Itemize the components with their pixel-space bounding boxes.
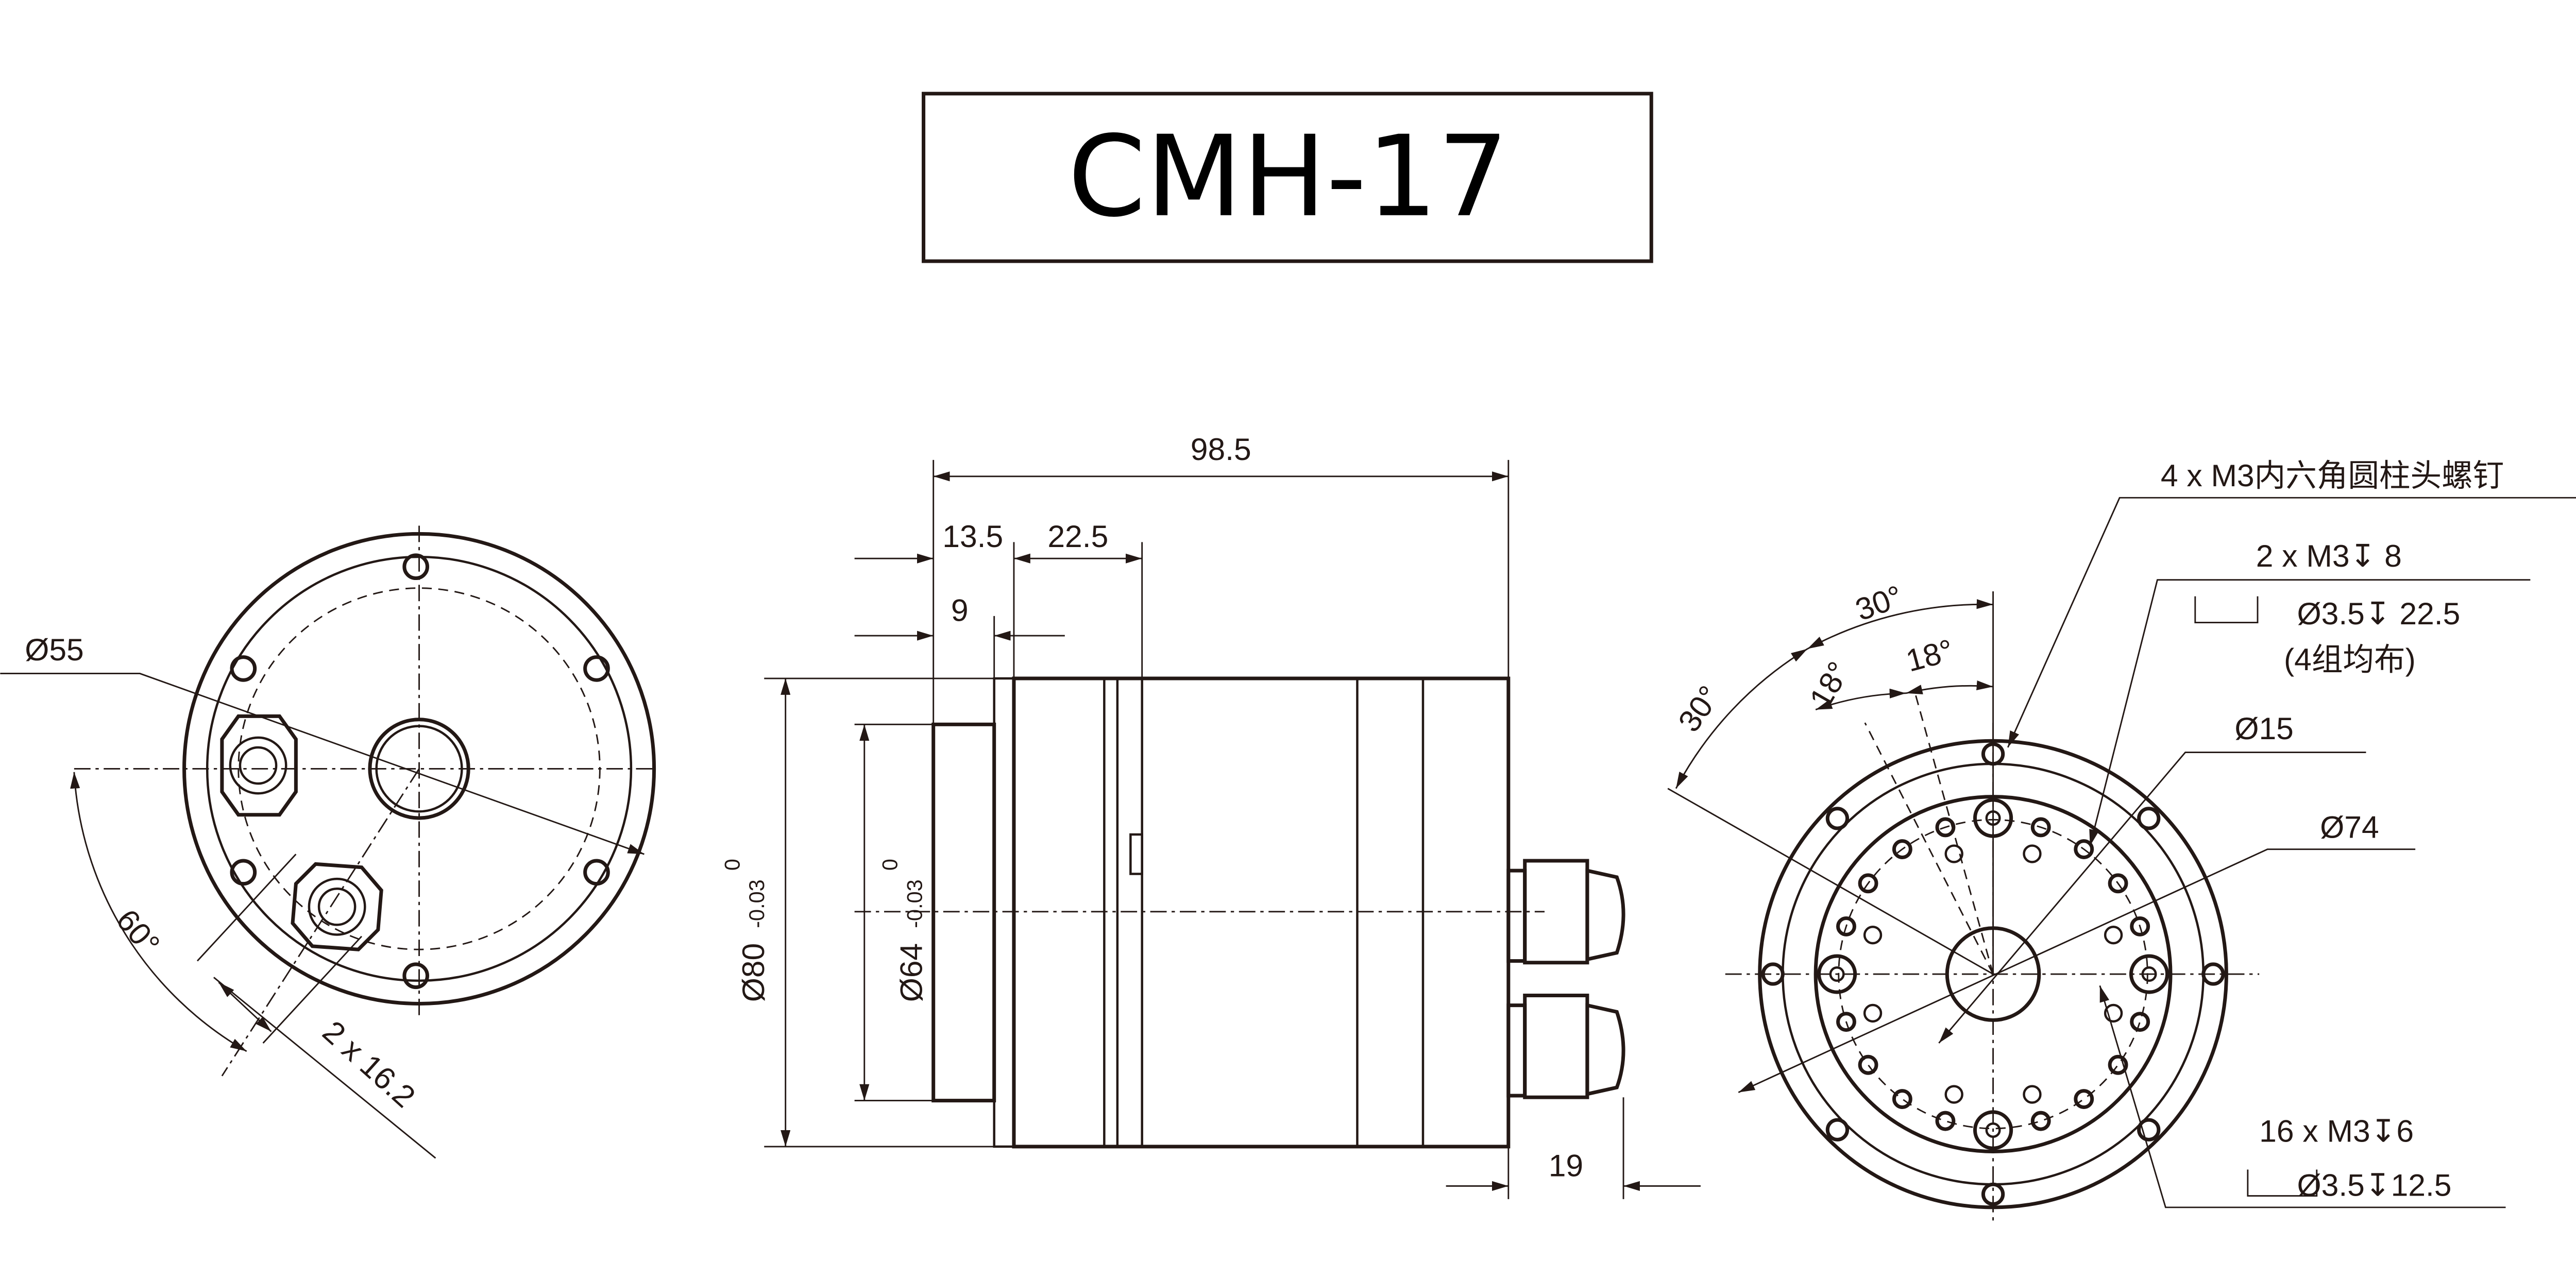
drawing-title: CMH-17 <box>1068 112 1509 242</box>
length-19-label: 19 <box>1549 1148 1583 1183</box>
threaded-hole <box>1892 1089 1912 1110</box>
counterbore-hole <box>2023 1085 2042 1104</box>
fittings-label: 2 x 16.2 <box>316 1014 422 1114</box>
counterbore-hole <box>1863 925 1883 945</box>
threaded-hole <box>2108 873 2128 894</box>
diameter-74-label: Ø74 <box>2320 809 2379 844</box>
threaded-hole <box>2130 1012 2150 1032</box>
threaded-hole <box>1858 873 1878 894</box>
counterbore-hole <box>2104 1003 2123 1023</box>
threaded-hole <box>1935 1111 1956 1131</box>
side-view: 98.5 13.5 22.5 9 Ø80 -0.03 0 Ø64 -0.03 0… <box>720 432 1701 1199</box>
threaded-hole <box>2030 817 2051 838</box>
fitting-upper <box>220 714 298 817</box>
note-bottom-line2: Ø3.5↧12.5 <box>2297 1168 2452 1203</box>
counterbore-hole <box>1944 844 1963 863</box>
threaded-hole <box>1858 1054 1878 1075</box>
length-98-5-label: 98.5 <box>1191 432 1251 467</box>
angle-30-b-label: 30° <box>1851 578 1907 627</box>
threaded-hole <box>1935 817 1956 838</box>
bolt-holes <box>230 553 610 990</box>
diameter-64-tol-lower: -0.03 <box>902 879 926 928</box>
threaded-hole <box>2108 1054 2128 1075</box>
diameter-80-tol-lower: -0.03 <box>744 879 769 928</box>
angle-30-a-label: 30° <box>1671 679 1727 738</box>
threaded-hole <box>1836 916 1856 936</box>
bolt-hole <box>1825 807 1850 830</box>
diameter-64-tol-upper: 0 <box>878 859 902 871</box>
right-end-view: 30° 30° 18° 18° Ø15 Ø74 4 x M3内六角圆柱头螺钉 2… <box>1667 458 2576 1224</box>
threaded-hole <box>2074 839 2094 859</box>
note-holes-line1: 2 x M3↧ 8 <box>2256 538 2402 573</box>
diameter-55-label: Ø55 <box>25 632 84 667</box>
bolt-hole <box>1981 1182 2005 1206</box>
angle-18-b-label: 18° <box>1902 633 1957 678</box>
length-13-5-label: 13.5 <box>942 519 1003 554</box>
diameter-80-tol-upper: 0 <box>720 859 744 871</box>
counterbore-hole <box>2104 925 2123 945</box>
note-bottom-line1: 16 x M3↧6 <box>2259 1113 2414 1148</box>
counterbore-hole <box>1944 1085 1963 1104</box>
threaded-hole <box>1892 839 1912 859</box>
note-holes-line3: (4组均布) <box>2284 642 2416 677</box>
inner-holes <box>1836 817 2150 1131</box>
length-9-label: 9 <box>951 592 969 627</box>
bolt-hole <box>2201 962 2225 986</box>
diameter-64-label: Ø64 <box>893 943 928 1002</box>
bolt-hole <box>1825 1118 1850 1141</box>
cable-gland-lower <box>1506 993 1625 1099</box>
diameter-80-label: Ø80 <box>736 943 771 1002</box>
threaded-hole <box>2130 916 2150 936</box>
bolt-hole <box>2137 807 2161 830</box>
left-end-view: Ø55 60° 2 x 16.2 <box>0 525 657 1159</box>
angle-18-a-label: 18° <box>1803 656 1857 714</box>
angle-60-label: 60° <box>110 902 167 961</box>
bolt-hole <box>1761 962 1785 986</box>
threaded-hole <box>2030 1111 2051 1131</box>
fitting-lower <box>291 862 383 951</box>
diameter-15-label: Ø15 <box>2234 711 2294 746</box>
cable-gland-upper <box>1506 859 1625 965</box>
note-screws: 4 x M3内六角圆柱头螺钉 <box>2161 458 2504 493</box>
length-22-5-label: 22.5 <box>1047 519 1108 554</box>
title-block: CMH-17 <box>922 92 1653 263</box>
threaded-hole <box>1836 1012 1856 1032</box>
threaded-hole <box>2074 1089 2094 1110</box>
counterbore-hole <box>2023 844 2042 863</box>
counterbore-hole <box>1863 1003 1883 1023</box>
bolt-hole <box>2137 1118 2161 1141</box>
note-holes-line2: Ø3.5↧ 22.5 <box>2297 596 2461 631</box>
